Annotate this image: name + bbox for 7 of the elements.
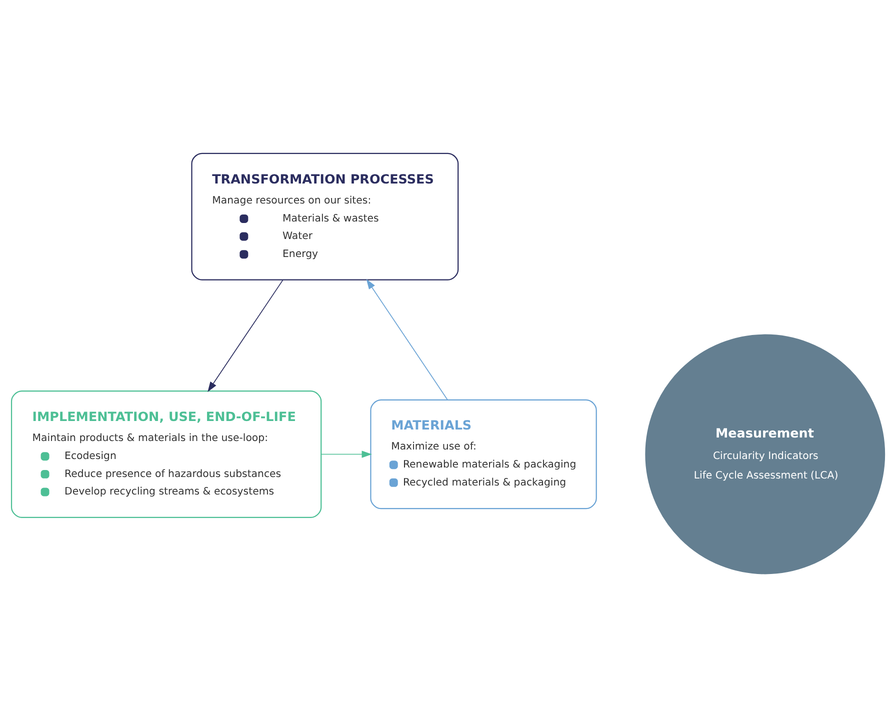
node-box: TRANSFORMATION PROCESSES Manage resources on our sites: Materials & wastes Water Energy bbox=[191, 152, 459, 280]
arrow bbox=[366, 278, 448, 400]
arrow bbox=[208, 280, 284, 392]
node-box: IMPLEMENTATION, USE, END-OF-LIFE Maintain products & materials in the use-loop: Ecodesign Reduce presence of hazardous substances Develop recycling streams & ecosystems bbox=[10, 390, 322, 518]
node-circle: Measurement Circularity Indicators Life Cycle Assessment (LCA) bbox=[645, 334, 886, 574]
arrow bbox=[320, 450, 372, 458]
node-box: MATERIALS Maximize use of: Renewable materials & packaging Recycled materials & packaging bbox=[370, 399, 597, 510]
